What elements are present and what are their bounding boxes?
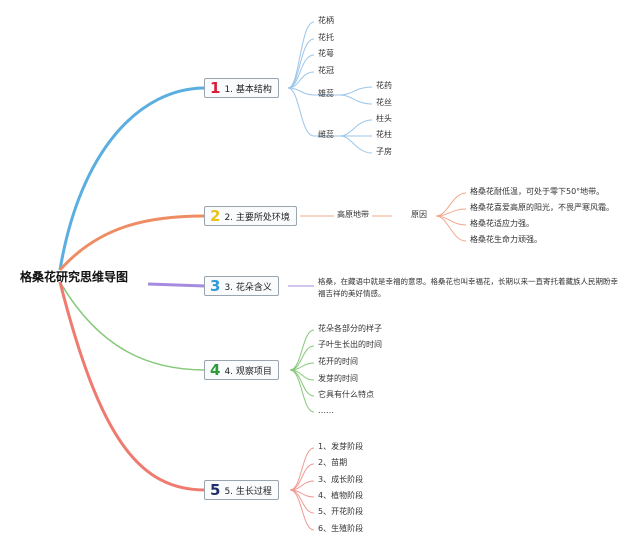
observation-item: 它具有什么特点 [318,390,374,399]
branch-line-3 [147,282,206,288]
branch-3-node[interactable]: 3 3. 花朵含义 [204,276,279,296]
branch-line-5 [58,281,206,492]
reason-item: 格桑花适应力强。 [470,219,534,228]
observation-item: …… [318,406,334,415]
branch-2-node[interactable]: 2 2. 主要所处环境 [204,206,297,226]
pistil-item: 柱头 [376,114,392,123]
structure-item: 花萼 [318,49,334,58]
observation-item: 花朵各部分的样子 [318,324,382,333]
branch-1-label: 1. 基本结构 [224,84,272,95]
branch-1-sublines [287,21,373,154]
stamen-label: 雄蕊 [318,89,334,98]
observation-item: 花开的时间 [318,357,358,366]
observation-item: 子叶生长出的时间 [318,340,382,349]
branch-2-label: 2. 主要所处环境 [224,212,290,223]
growth-stage-item: 3、成长阶段 [318,475,364,484]
observation-item: 发芽的时间 [318,374,358,383]
pistil-item: 子房 [376,147,392,156]
growth-stage-item: 5、开花阶段 [318,507,364,516]
environment-highland: 高原地带 [334,211,372,219]
branch-3-label: 3. 花朵含义 [224,282,272,293]
growth-stage-item: 2、苗期 [318,458,348,467]
branch-5-number: 5 [210,481,221,499]
branch-4-number: 4 [210,361,221,379]
structure-item: 花托 [318,33,334,42]
environment-reason-label: 原因 [408,211,430,219]
mindmap-root-title: 格桑花研究思维导图 [20,270,129,284]
branch-5-sublines [289,447,315,531]
branch-5-label: 5. 生长过程 [224,486,272,497]
structure-item: 花冠 [318,66,334,75]
reason-item: 格桑花喜爱高原的阳光，不畏严寒风霜。 [470,203,614,212]
branch-3-number: 3 [210,277,221,295]
structure-item: 花柄 [318,16,334,25]
reason-item: 格桑花生命力顽强。 [470,235,542,244]
branch-2-number: 2 [210,207,221,225]
branch-2-sublines [300,192,467,242]
branch-4-node[interactable]: 4 4. 观察项目 [204,360,279,380]
growth-stage-item: 1、发芽阶段 [318,442,364,451]
growth-stage-item: 6、生殖阶段 [318,524,364,533]
growth-stage-item: 4、植物阶段 [318,491,364,500]
branch-1-number: 1 [210,79,221,97]
branch-1-node[interactable]: 1 1. 基本结构 [204,78,279,98]
pistil-item: 花柱 [376,130,392,139]
stamen-item: 花丝 [376,98,392,107]
pistil-label: 雌蕊 [318,130,334,139]
branch-4-label: 4. 观察项目 [224,366,272,377]
branch-4-sublines [289,329,315,413]
stamen-item: 花药 [376,81,392,90]
reason-item: 格桑花耐低温，可处于零下50°地带。 [470,187,605,196]
branch-line-2 [58,214,206,271]
flower-meaning-text: 格桑，在藏语中就是幸福的意思。格桑花也叫幸福花，长期以来一直寄托着藏族人民期盼幸… [318,277,618,298]
branch-line-4 [59,281,206,371]
branch-5-node[interactable]: 5 5. 生长过程 [204,480,279,500]
branch-line-1 [58,86,206,271]
